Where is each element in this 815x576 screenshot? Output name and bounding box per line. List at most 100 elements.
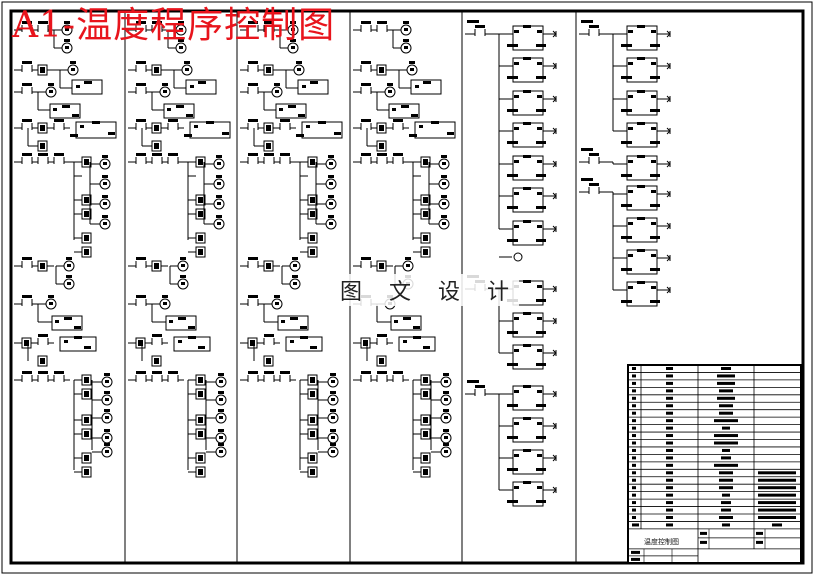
coil xyxy=(99,178,111,190)
code-mark xyxy=(666,419,673,423)
contact-label xyxy=(361,257,371,260)
label-mark xyxy=(651,222,656,225)
coil-label xyxy=(387,83,393,86)
box-contact-fill xyxy=(40,143,45,149)
box-contact xyxy=(81,414,92,426)
label-mark xyxy=(62,105,70,108)
label-mark xyxy=(650,236,660,239)
index-mark xyxy=(632,471,636,475)
label-mark xyxy=(650,141,660,144)
output-arrow-icon xyxy=(552,390,557,398)
label-mark xyxy=(700,531,707,535)
coil-mark xyxy=(331,450,335,453)
box-contact-fill xyxy=(310,377,315,383)
label-mark xyxy=(514,317,519,320)
label-mark xyxy=(514,486,519,489)
coil-label xyxy=(104,443,110,446)
coil-label xyxy=(162,83,168,86)
coil-mark xyxy=(444,416,448,419)
box-contact xyxy=(307,194,318,206)
label-mark xyxy=(507,76,518,79)
label-mark xyxy=(184,134,192,137)
contact-label xyxy=(152,371,162,374)
coil-label xyxy=(104,409,110,412)
label-mark xyxy=(514,225,519,228)
box-contact-fill xyxy=(310,235,315,241)
contact-label xyxy=(136,153,146,156)
label-mark xyxy=(523,155,531,158)
index-mark xyxy=(632,523,639,527)
box-contact xyxy=(307,156,318,168)
name-mark xyxy=(719,516,733,519)
coil-label xyxy=(292,257,298,260)
contact-label xyxy=(168,371,178,374)
coil-mark xyxy=(105,398,109,401)
box-contact-fill xyxy=(84,455,89,461)
contact-label xyxy=(136,371,146,374)
contact-label xyxy=(377,153,387,156)
coil xyxy=(61,24,73,36)
label-mark xyxy=(628,254,633,257)
name-mark xyxy=(722,448,730,452)
label-mark xyxy=(190,85,194,88)
label-mark xyxy=(621,109,632,112)
contact-label xyxy=(38,371,48,374)
box-contact-fill xyxy=(154,358,159,364)
contact-label xyxy=(22,371,32,374)
contact-label xyxy=(22,153,32,156)
label-mark xyxy=(637,217,645,220)
spec-mark xyxy=(758,516,796,519)
contact-label xyxy=(264,153,274,156)
label-mark xyxy=(394,320,398,323)
coil-label xyxy=(64,21,70,24)
box-contact xyxy=(420,452,431,464)
box-contact-fill xyxy=(379,125,384,131)
move-block xyxy=(165,315,197,331)
code-mark xyxy=(666,448,673,452)
coil-mark xyxy=(217,162,221,165)
coil xyxy=(287,24,299,36)
box-contact-fill xyxy=(310,455,315,461)
label-mark xyxy=(650,204,660,207)
contact-label xyxy=(475,385,485,388)
coil-mark xyxy=(442,202,446,205)
index-mark xyxy=(632,419,636,423)
label-mark xyxy=(651,160,656,163)
label-mark xyxy=(514,95,519,98)
coil-mark xyxy=(329,222,333,225)
coil xyxy=(325,158,337,170)
label-mark xyxy=(537,285,542,288)
coil-mark xyxy=(181,282,185,285)
label-mark xyxy=(537,422,542,425)
label-mark xyxy=(514,127,519,130)
contact-label xyxy=(589,25,599,28)
code-mark xyxy=(666,486,673,490)
label-mark xyxy=(288,105,296,108)
label-mark xyxy=(756,540,763,544)
box-contact-fill xyxy=(84,377,89,383)
spec-mark xyxy=(758,501,796,505)
label-mark xyxy=(178,340,182,343)
label-mark xyxy=(523,417,531,420)
box-contact xyxy=(307,428,318,440)
contact-label xyxy=(248,371,258,374)
output-arrow-icon xyxy=(552,62,557,70)
output-arrow-icon xyxy=(666,30,671,38)
label-mark xyxy=(431,121,439,124)
box-contact-fill xyxy=(84,211,89,217)
coil xyxy=(213,198,225,210)
coil-mark xyxy=(163,90,167,93)
spec-mark xyxy=(758,471,796,475)
label-mark xyxy=(637,281,645,284)
label-mark xyxy=(188,336,196,339)
output-arrow-icon xyxy=(666,62,671,70)
box-contact-fill xyxy=(24,340,29,346)
label-mark xyxy=(198,81,206,84)
output-arrow-icon xyxy=(552,422,557,430)
coil-label xyxy=(441,215,447,218)
coil-mark xyxy=(444,398,448,401)
box-contact-fill xyxy=(379,143,384,149)
contact-label xyxy=(377,21,387,24)
box-contact-fill xyxy=(198,469,203,475)
coil-mark xyxy=(49,90,53,93)
